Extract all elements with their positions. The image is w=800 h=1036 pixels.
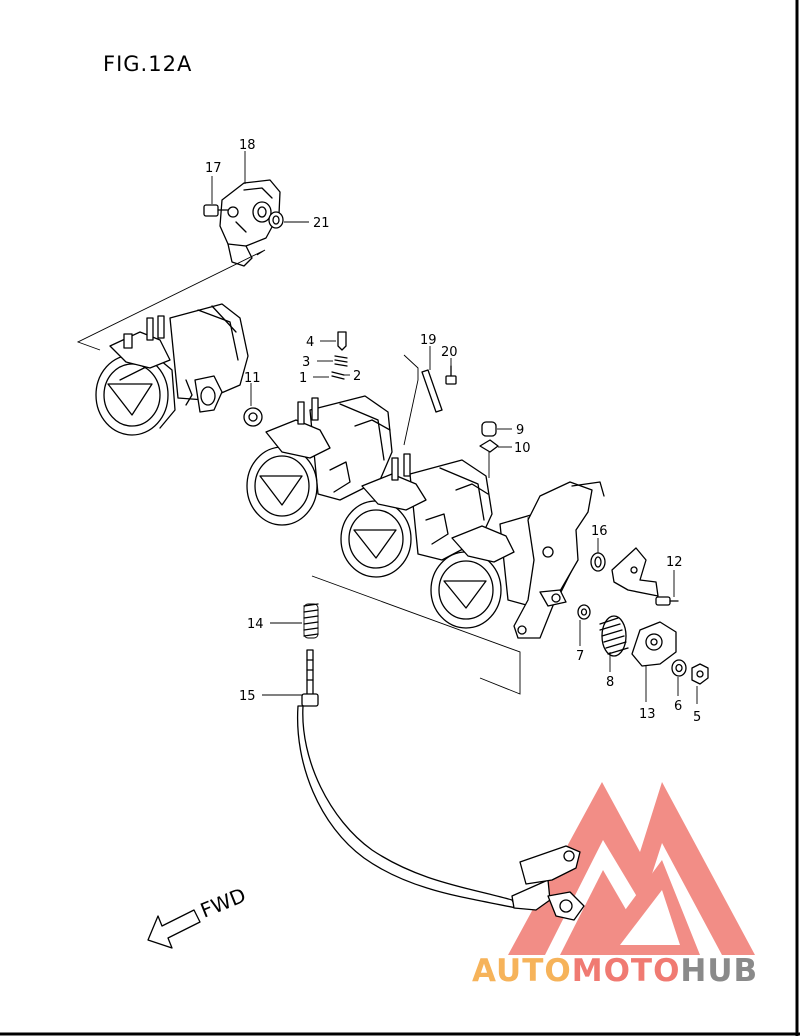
callout-18: 18 — [239, 138, 256, 153]
callout-21: 21 — [313, 216, 330, 231]
callout-5: 5 — [693, 710, 701, 725]
callout-1: 1 — [299, 371, 307, 386]
callout-20: 20 — [441, 345, 458, 360]
callout-4: 4 — [306, 335, 314, 350]
callout-6: 6 — [674, 699, 682, 714]
watermark-logo — [508, 782, 755, 955]
callout-15: 15 — [239, 689, 256, 704]
mount-line-bracket — [403, 354, 419, 446]
part-7-washer[interactable] — [577, 604, 591, 620]
part-8-spring[interactable] — [599, 615, 629, 657]
part-21-oring[interactable] — [268, 211, 284, 229]
lever-plate[interactable] — [611, 547, 659, 597]
part-2-oring[interactable] — [331, 371, 345, 380]
part-13-pulley[interactable] — [631, 621, 677, 667]
watermark-auto: AUTO — [472, 953, 572, 989]
callout-9: 9 — [516, 423, 524, 438]
mount-line-sensor — [76, 249, 266, 351]
callout-13: 13 — [639, 707, 656, 722]
throttle-body-2[interactable] — [246, 395, 393, 526]
part-4-pin[interactable] — [337, 331, 347, 351]
callout-12: 12 — [666, 555, 683, 570]
forward-direction-indicator: FWD — [147, 883, 249, 949]
part-19-link-rod[interactable] — [421, 369, 443, 413]
callout-11: 11 — [244, 371, 261, 386]
callout-16: 16 — [591, 524, 608, 539]
part-17-screw[interactable] — [203, 204, 229, 217]
callout-7: 7 — [576, 649, 584, 664]
throttle-body-4[interactable] — [430, 481, 605, 639]
part-14-spring[interactable] — [303, 603, 319, 639]
forward-label: FWD — [197, 883, 249, 923]
part-6-washer[interactable] — [671, 659, 687, 677]
callout-10: 10 — [514, 441, 531, 456]
callout-14: 14 — [247, 617, 264, 632]
part-20-screw[interactable] — [445, 365, 457, 385]
callout-3: 3 — [302, 355, 310, 370]
watermark-hub: HUB — [680, 953, 758, 989]
part-16-spring[interactable] — [590, 552, 606, 572]
figure-title: FIG.12A — [103, 52, 192, 76]
throttle-body-1[interactable] — [95, 303, 249, 436]
part-12-screw[interactable] — [655, 596, 679, 606]
callout-17: 17 — [205, 161, 222, 176]
watermark-text: AUTOMOTOHUB — [472, 953, 758, 989]
part-15-cable[interactable] — [296, 649, 585, 921]
part-5-nut[interactable] — [691, 663, 709, 685]
callout-2: 2 — [353, 369, 361, 384]
callout-19: 19 — [420, 333, 437, 348]
part-3-spring[interactable] — [334, 355, 348, 367]
part-18-throttle-position-sensor[interactable] — [219, 179, 281, 267]
mount-line-front — [311, 575, 521, 695]
forward-arrow-icon — [147, 909, 201, 949]
part-10-clip[interactable] — [479, 439, 499, 453]
watermark-moto: MOTO — [572, 953, 681, 989]
part-11-washer[interactable] — [243, 407, 263, 427]
callout-8: 8 — [606, 675, 614, 690]
part-9-cap[interactable] — [481, 421, 497, 437]
